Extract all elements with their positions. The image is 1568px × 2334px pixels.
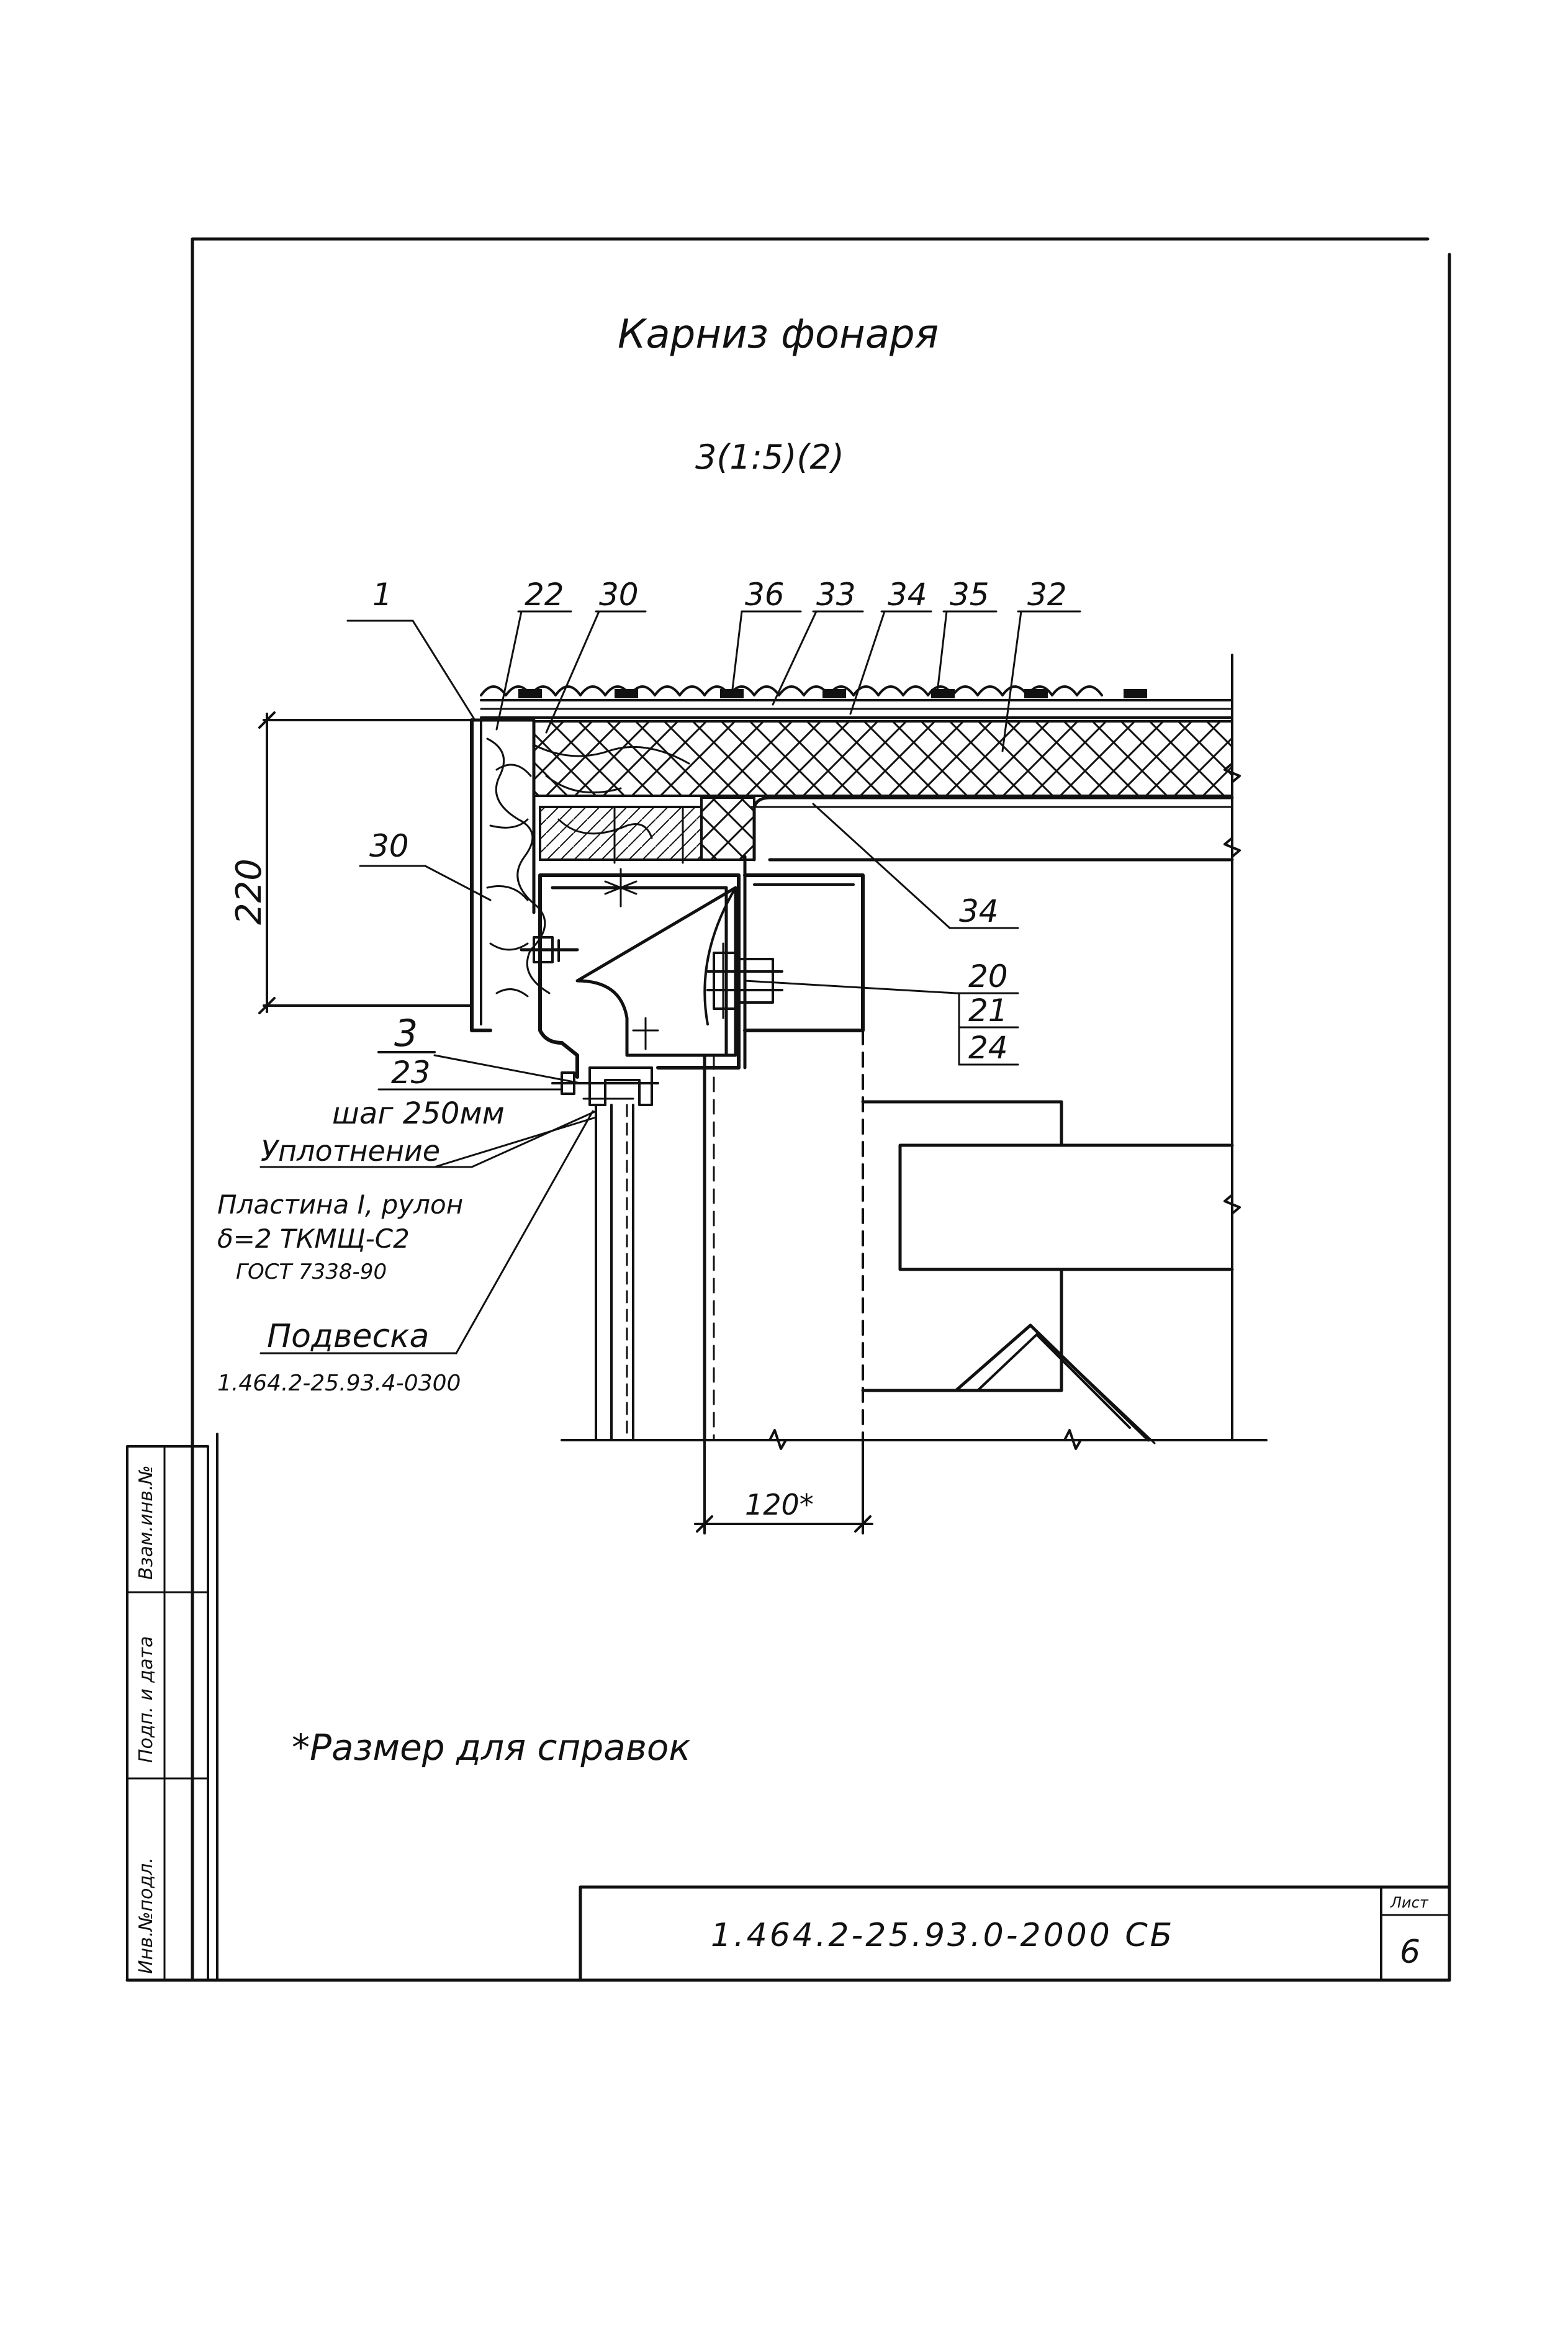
label-hanger: Подвеска <box>267 1318 429 1355</box>
side-stamp: Взам.инв.№ Подп. и дата Инв.№подл. <box>126 1445 209 1981</box>
lower-structure <box>561 1100 1268 1450</box>
callout-20: 20 <box>968 958 1008 994</box>
document-code: 1.464.2-25.93.0-2000 СБ <box>711 1917 1174 1954</box>
sheet-number: 6 <box>1400 1934 1420 1971</box>
drawing-title: Карниз фонаря <box>618 312 939 358</box>
callout-24: 24 <box>968 1030 1008 1066</box>
title-block: 1.464.2-25.93.0-2000 СБ Лист 6 <box>579 1885 1451 1982</box>
label-plate-3: ГОСТ 7338-90 <box>236 1259 387 1284</box>
dimension-220 <box>258 711 473 1014</box>
dimension-220-label: 220 <box>229 858 269 925</box>
callout-30-left: 30 <box>369 828 409 864</box>
footnote: *Размер для справок <box>292 1726 690 1769</box>
label-item-23: 23 <box>391 1055 431 1091</box>
label-hanger-code: 1.464.2-25.93.4-0300 <box>217 1371 461 1396</box>
bolt-left <box>520 936 579 963</box>
label-step: шаг 250мм <box>332 1096 505 1131</box>
stamp-field-sign-date: Подп. и дата <box>135 1636 157 1763</box>
label-plate-2: δ=2 ТКМЩ-С2 <box>217 1223 410 1254</box>
insulation-layer <box>533 720 1233 797</box>
roof-layers <box>480 654 1241 1441</box>
label-item-3: 3 <box>394 1012 418 1055</box>
lower-fastener <box>551 1066 659 1441</box>
callout-32: 32 <box>1027 577 1067 613</box>
stamp-field-inventory: Инв.№подл. <box>135 1857 157 1974</box>
callout-1: 1 <box>372 577 392 613</box>
sheet-frame <box>125 237 1451 1982</box>
callout-36: 36 <box>745 577 785 613</box>
callout-35: 35 <box>950 577 989 613</box>
view-label: 3(1:5)(2) <box>695 438 844 477</box>
callout-22: 22 <box>525 577 564 613</box>
callout-21: 21 <box>968 993 1008 1029</box>
label-plate-1: Пластина I, рулон <box>217 1189 463 1220</box>
insulation-lower-block <box>700 796 755 861</box>
steel-profile <box>538 855 865 1442</box>
callout-30-top: 30 <box>599 577 639 613</box>
bolt-right <box>706 942 783 1019</box>
dimension-120-label: 120* <box>745 1488 814 1521</box>
label-seal: Уплотнение <box>261 1134 440 1168</box>
gravel-top-layer <box>480 685 1103 696</box>
callout-33: 33 <box>816 577 856 613</box>
sheet-label: Лист <box>1390 1894 1429 1911</box>
dimension-120 <box>694 1439 873 1534</box>
callout-34-right: 34 <box>959 893 999 929</box>
leader-lines <box>259 610 1081 1354</box>
callout-34-top: 34 <box>888 577 927 613</box>
stamp-field-replace: Взам.инв.№ <box>135 1465 157 1580</box>
